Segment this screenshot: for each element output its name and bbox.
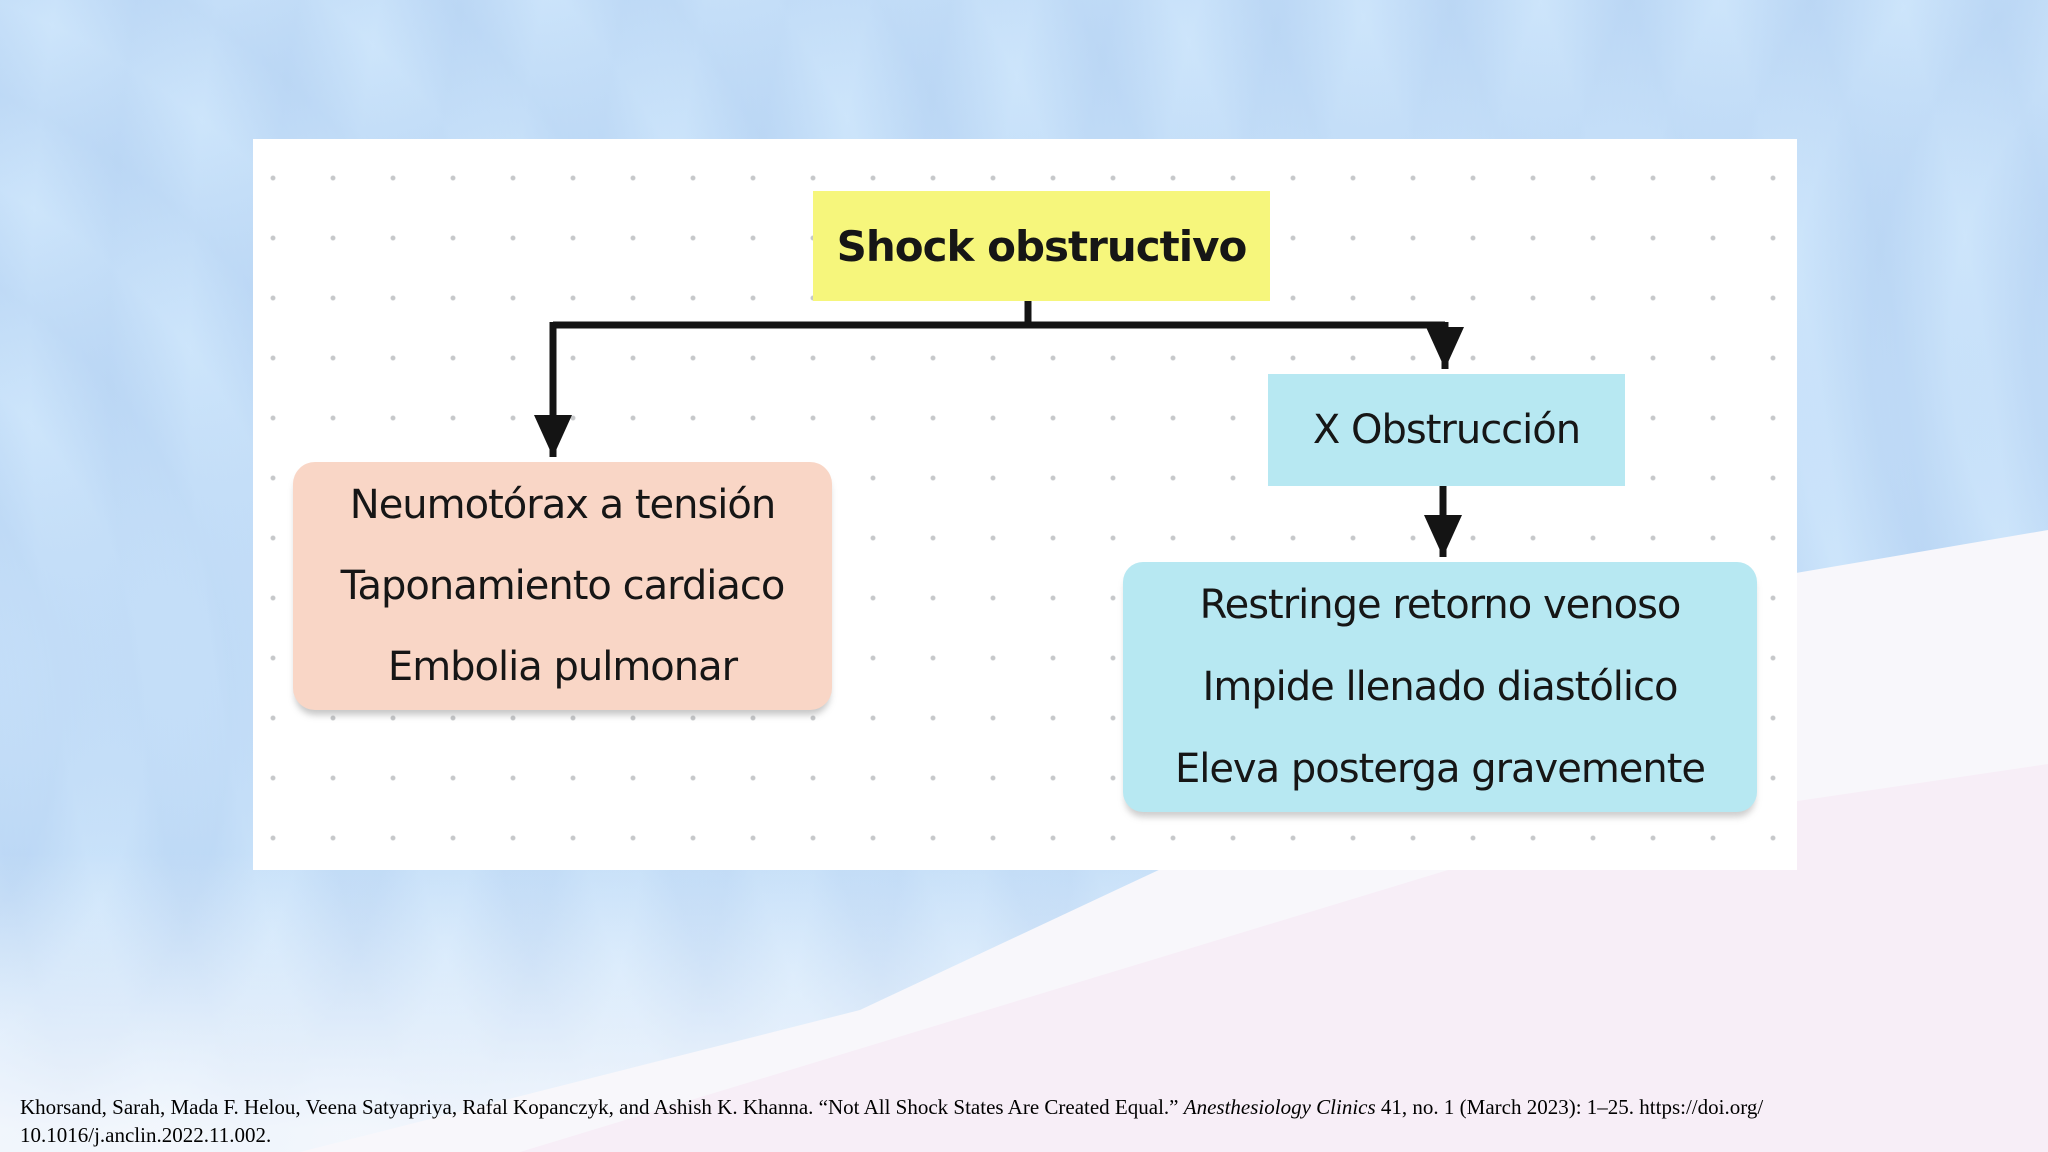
- cause-line-3: Embolia pulmonar: [387, 643, 738, 690]
- citation-line-2: 10.1016/j.anclin.2022.11.002.: [20, 1123, 272, 1147]
- node-obstruction: X Obstrucción: [1268, 374, 1625, 486]
- citation-text-2: 41, no. 1 (March 2023): 1–25. https://do…: [1375, 1095, 1764, 1119]
- obstruction-label: X Obstrucción: [1312, 407, 1581, 453]
- node-shock-obstructivo: Shock obstructivo: [813, 191, 1270, 301]
- citation-text-1: Khorsand, Sarah, Mada F. Helou, Veena Sa…: [20, 1095, 1184, 1119]
- citation-journal-name: Anesthesiology Clinics: [1183, 1095, 1376, 1119]
- node-causes: Neumotórax a tensión Taponamiento cardia…: [293, 462, 832, 710]
- cause-line-2: Taponamiento cardiaco: [340, 562, 786, 609]
- cause-line-1: Neumotórax a tensión: [349, 481, 776, 528]
- effect-line-3: Eleva posterga gravemente: [1174, 746, 1706, 792]
- effect-line-2: Impide llenado diastólico: [1202, 664, 1679, 710]
- node-effects: Restringe retorno venoso Impide llenado …: [1123, 562, 1757, 812]
- whiteboard-canvas: Shock obstructivo Neumotórax a tensión T…: [253, 139, 1797, 870]
- title-label: Shock obstructivo: [836, 221, 1248, 271]
- effect-line-1: Restringe retorno venoso: [1199, 582, 1682, 628]
- citation: Khorsand, Sarah, Mada F. Helou, Veena Sa…: [20, 1093, 2030, 1149]
